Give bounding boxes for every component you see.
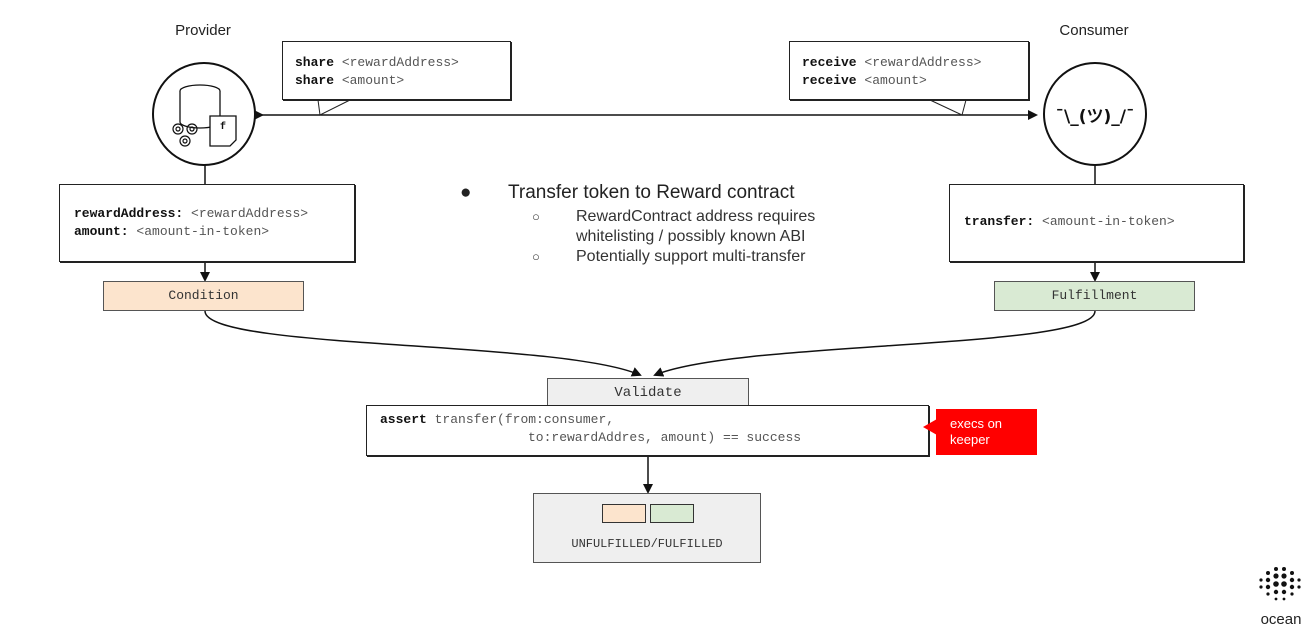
sub-bullet-dot: ○ — [532, 209, 540, 224]
sub-bullet-dot: ○ — [532, 249, 540, 264]
document-icon — [209, 115, 237, 147]
reward-address-arg: <rewardAddress> — [191, 206, 309, 221]
reward-address-kw: rewardAddress: — [74, 206, 184, 221]
fulfillment-tag: Fulfillment — [994, 281, 1195, 311]
bullet-list: ● Transfer token to Reward contract ○ Re… — [460, 181, 880, 267]
share-callout-pointer — [317, 99, 351, 116]
keeper-callout: execs on keeper — [923, 409, 1037, 455]
bullet-sub-1: ○ RewardContract address requires whitel… — [460, 207, 880, 247]
share-kw-1: share — [295, 55, 335, 70]
bullet-main-text: Transfer token to Reward contract — [508, 182, 795, 203]
assert-line-1: transfer(from:consumer, — [434, 412, 615, 427]
share-kw-2: share — [295, 73, 335, 88]
bullet-sub-2: ○ Potentially support multi-transfer — [460, 247, 880, 267]
ocean-logo-text: ocean — [1260, 611, 1302, 628]
bullet-sub-2-text: Potentially support multi-transfer — [576, 248, 806, 265]
result-condition-swatch — [602, 504, 646, 523]
bullet-sub-1-line-2: whitelisting / possibly known ABI — [576, 228, 806, 245]
condition-curve — [204, 310, 642, 377]
receive-box: receive <rewardAddress> receive <amount> — [789, 41, 1029, 100]
gears-icon — [172, 123, 198, 147]
callout-line-1: execs on — [950, 416, 1003, 431]
consumer-label: Consumer — [1059, 22, 1129, 39]
provider-note: rewardAddress: <rewardAddress> amount: <… — [59, 184, 355, 262]
provider-icon — [172, 84, 237, 147]
bullet-main: ● Transfer token to Reward contract — [460, 181, 880, 205]
share-box: share <rewardAddress> share <amount> — [282, 41, 511, 100]
result-box: UNFULFILLED/FULFILLED — [533, 493, 761, 563]
receive-kw-2: receive — [802, 73, 857, 88]
share-arg-2: <amount> — [341, 73, 405, 88]
receive-kw-1: receive — [802, 55, 857, 70]
consumer-circle: ¯\_(ツ)_/¯ — [1043, 62, 1147, 166]
callout-pointer — [923, 419, 937, 435]
consumer-note: transfer: <amount-in-token> — [949, 184, 1244, 262]
callout-text: execs on keeper — [950, 416, 1002, 448]
assert-line-2: to:rewardAddres, amount) == success — [528, 430, 802, 445]
transfer-arg: <amount-in-token> — [1042, 214, 1175, 229]
provider-label: Provider — [175, 22, 231, 39]
receive-arg-1: <rewardAddress> — [864, 55, 982, 70]
result-fulfillment-swatch — [650, 504, 694, 523]
ocean-logo-icon — [1259, 567, 1301, 601]
transfer-kw: transfer: — [964, 214, 1035, 229]
bullet-dot: ● — [460, 182, 472, 203]
document-glyph: f — [220, 122, 227, 133]
amount-kw: amount: — [74, 224, 129, 239]
condition-tag: Condition — [103, 281, 304, 311]
share-arg-1: <rewardAddress> — [341, 55, 459, 70]
receive-arg-2: <amount> — [864, 73, 927, 88]
fulfillment-curve — [653, 310, 1096, 377]
provider-circle: f — [152, 62, 256, 166]
bullet-sub-1-line-1: RewardContract address requires — [576, 208, 816, 225]
assert-box: assert transfer(from:consumer, to:reward… — [366, 405, 929, 456]
receive-callout-pointer — [929, 99, 967, 116]
shrug-face: ¯\_(ツ)_/¯ — [1055, 107, 1135, 127]
amount-arg: <amount-in-token> — [136, 224, 270, 239]
callout-line-2: keeper — [950, 432, 990, 447]
assert-kw: assert — [380, 412, 427, 427]
result-label: UNFULFILLED/FULFILLED — [571, 537, 723, 551]
